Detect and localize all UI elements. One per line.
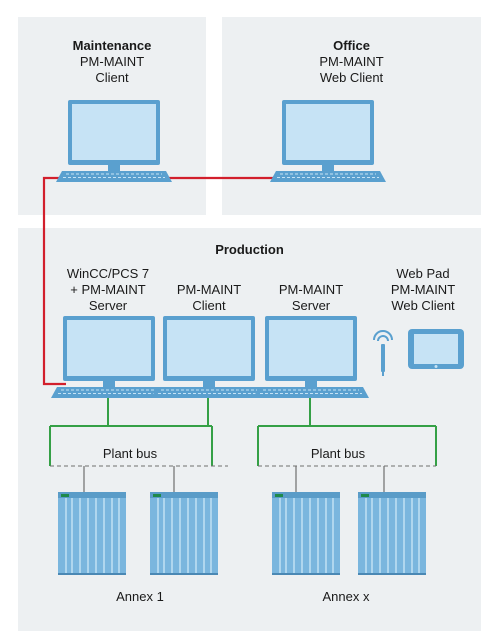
pm-server-label: PM-MAINT Server <box>278 282 344 313</box>
plant-bus-left-label: Plant bus <box>102 446 158 461</box>
pm-server-monitor <box>252 315 370 399</box>
pm-client-monitor <box>150 315 268 399</box>
web-pad-label: Web Pad PM-MAINT Web Client <box>390 266 456 313</box>
annex-x-label: Annex x <box>322 589 370 604</box>
maintenance-label: Maintenance PM-MAINT Client <box>72 38 152 85</box>
terminal-bus-line <box>42 176 280 386</box>
annex-x-rack-a <box>271 491 341 575</box>
web-pad-tablet-icon <box>408 329 464 369</box>
annex-1-rack-a <box>57 491 127 575</box>
maintenance-client-monitor <box>55 99 173 183</box>
plant-bus-right-label: Plant bus <box>310 446 366 461</box>
web-pad-antenna-icon <box>373 330 393 376</box>
annex-x-rack-b <box>357 491 427 575</box>
production-label: Production <box>215 242 284 257</box>
office-label: Office PM-MAINT Web Client <box>319 38 384 85</box>
annex-1-label: Annex 1 <box>116 589 164 604</box>
office-web-client-monitor <box>269 99 387 183</box>
plant-bus-lines <box>49 398 437 466</box>
pm-client-label: PM-MAINT Client <box>176 282 242 313</box>
wincc-server-monitor <box>50 315 168 399</box>
wincc-server-label: WinCC/PCS 7 + PM-MAINT Server <box>66 266 150 313</box>
annex-1-rack-b <box>149 491 219 575</box>
